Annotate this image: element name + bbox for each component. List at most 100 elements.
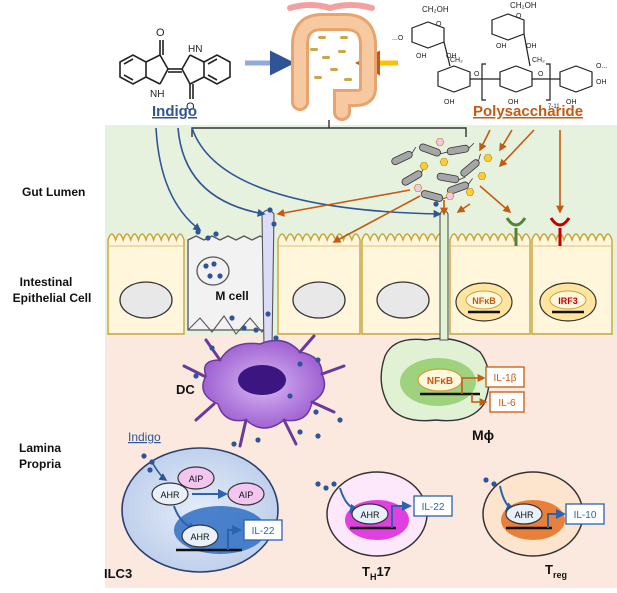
nfkb-iec-text: NFκB: [472, 296, 496, 306]
aip-oval-1: [177, 466, 215, 490]
indigo-particle: [491, 481, 497, 487]
aip-text-2: AIP: [239, 490, 254, 500]
indigo-structure: [119, 40, 231, 99]
bacterium: [420, 190, 450, 202]
sugar-molecule: [439, 158, 449, 166]
bacterium: [446, 142, 475, 156]
nfkb-mac-text: NFκB: [427, 376, 453, 387]
ahr-oval-th17: [351, 503, 389, 525]
green-receptor: [505, 217, 527, 246]
dendritic-cell: [182, 334, 346, 448]
il10-box: [565, 503, 605, 525]
dc-label: DC: [176, 382, 195, 397]
chem-hn1: HN: [188, 44, 202, 55]
chem-repeat: 7-11: [548, 104, 560, 110]
m-cell-nucleus: [196, 256, 230, 286]
lamina-label-line2: Propria: [19, 457, 61, 471]
macrophage-label: Mϕ: [472, 427, 494, 443]
il6-box: [489, 391, 525, 413]
indigo-lp-label: Indigo: [128, 430, 161, 444]
epithelial-nucleus: [376, 281, 430, 319]
mac-arrow-il1b: [461, 374, 486, 394]
dc-nucleus: [238, 365, 286, 395]
sugar-molecule: [483, 154, 493, 162]
bact-to-epi-arrow: [456, 203, 471, 213]
indigo-particle: [253, 327, 259, 333]
indigo-particle: [217, 273, 223, 279]
sugar-molecule: [413, 184, 423, 192]
iec-label-line1: Intestinal: [20, 275, 73, 289]
th17-il22-arrow: [391, 501, 412, 528]
indigo-particle: [205, 235, 211, 241]
epithelial-cell: [361, 233, 445, 335]
ahr-text-ilc3-2: AHR: [190, 532, 210, 542]
ahr-oval-treg: [505, 503, 543, 525]
iec-label-line2: Epithelial Cell: [13, 291, 92, 305]
epithelial-cell-row: [107, 233, 613, 335]
source-bracket: [191, 120, 467, 137]
poly-arrow-1: [479, 129, 491, 152]
ilc3-il22-arrow: [227, 525, 242, 550]
polysaccharide-structure: [411, 13, 593, 101]
indigo-particle: [149, 459, 155, 465]
chem-oh-1: OH: [416, 53, 427, 60]
chem-oh-2: OH: [446, 53, 457, 60]
chem-o-r1: O: [436, 21, 442, 28]
m-cell: [187, 235, 269, 335]
chem-dots-1: ...O: [392, 35, 404, 42]
chem-nh1: NH: [150, 89, 164, 100]
nfkb-iec-box: [455, 282, 513, 322]
chem-oh-8: OH: [596, 79, 607, 86]
chem-oh-6: OH: [508, 99, 519, 106]
chem-ch2-1: CH₂: [450, 57, 463, 64]
chem-oh-7: OH: [566, 99, 577, 106]
il10-text: IL-10: [574, 510, 597, 521]
aip-text-1: AIP: [189, 474, 204, 484]
indigo-particle: [271, 221, 277, 227]
indigo-particle: [297, 361, 303, 367]
chem-o-r2: O: [516, 13, 522, 20]
irf3-text: IRF3: [558, 296, 578, 306]
chem-oh-5: OH: [444, 99, 455, 106]
ahr-text-th17: AHR: [360, 510, 380, 520]
il1b-text: IL-1β: [494, 373, 517, 384]
lamina-label-line1: Lamina: [19, 441, 61, 455]
bact-to-mcell2-arrow: [332, 195, 421, 243]
indigo-arrow-1: [155, 127, 202, 231]
irf3-box: [539, 282, 597, 322]
bacterium: [391, 146, 417, 166]
indigo-particle: [255, 437, 261, 443]
gut-lumen-label: Gut Lumen: [22, 185, 85, 199]
bact-to-mcell-arrow: [276, 189, 411, 217]
indigo-particle: [483, 477, 489, 483]
red-receptor: [549, 217, 571, 246]
ilc3-label: ILC3: [104, 566, 132, 581]
indigo-particle: [147, 467, 153, 473]
indigo-particle: [211, 261, 217, 267]
indigo-particle: [323, 485, 329, 491]
chem-ch2oh-2: CH₂OH: [510, 1, 537, 10]
sugar-molecule: [445, 192, 455, 200]
dc-dendrite: [261, 209, 275, 349]
indigo-particle: [273, 335, 279, 341]
indigo-particle: [241, 325, 247, 331]
sugar-molecule: [435, 138, 445, 146]
indigo-particle: [229, 315, 235, 321]
treg-il10-arrow: [547, 509, 566, 528]
chem-oh-4: OH: [526, 43, 537, 50]
indigo-particle: [213, 231, 219, 237]
chem-o-r4: O: [538, 71, 544, 78]
bacterium: [447, 178, 473, 195]
indigo-particle: [297, 429, 303, 435]
indigo-particle: [231, 441, 237, 447]
indigo-particle: [315, 357, 321, 363]
treg-label: Treg: [545, 562, 567, 580]
mac-pseudopod: [439, 209, 449, 341]
indigo-particle: [209, 345, 215, 351]
epithelial-nucleus: [119, 281, 173, 319]
ahr-text-ilc3-1: AHR: [160, 490, 180, 500]
ahr-oval-ilc3-2: [181, 524, 219, 548]
indigo-particle: [207, 273, 213, 279]
sugar-molecule: [419, 162, 429, 170]
